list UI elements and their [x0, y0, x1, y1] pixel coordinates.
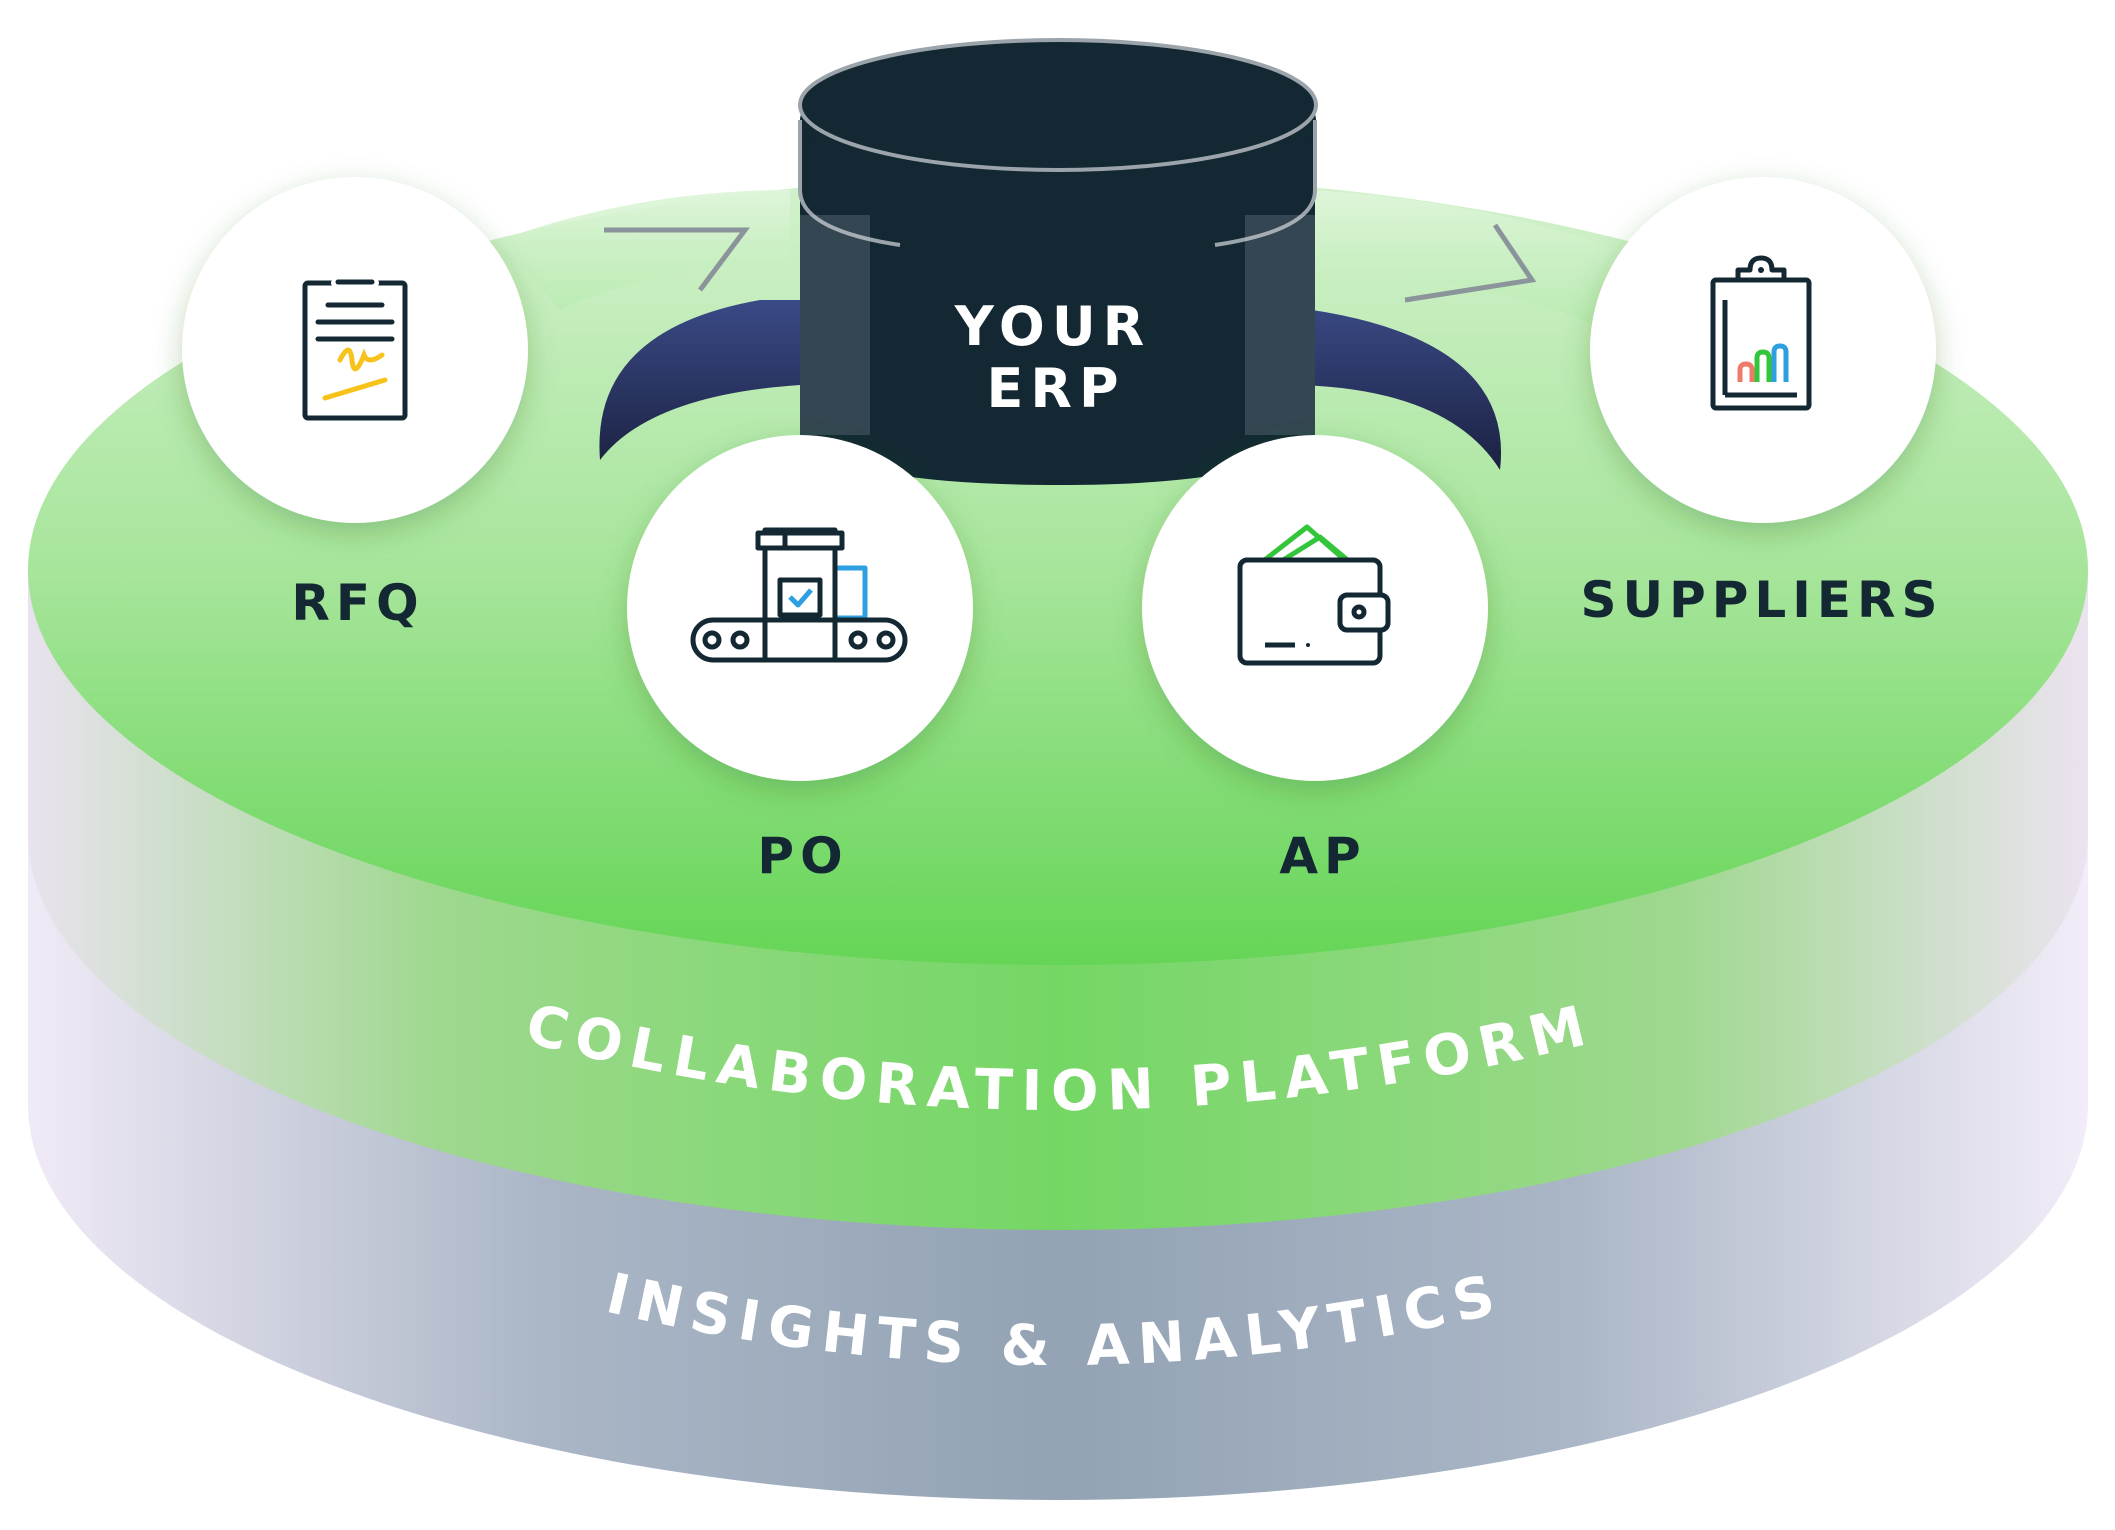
- erp-label-line1: YOUR: [954, 295, 1152, 358]
- po-label: PO: [757, 827, 848, 885]
- rfq-label: RFQ: [291, 574, 424, 632]
- rfq-circle: [182, 177, 528, 523]
- clipboard-chart-icon: [1710, 255, 1812, 411]
- erp-label-line2: ERP: [986, 357, 1125, 420]
- suppliers-label: SUPPLIERS: [1580, 571, 1943, 629]
- platform-base: [28, 175, 2088, 1500]
- flow-arrows: [500, 190, 1620, 325]
- contract-icon: [302, 279, 408, 421]
- conveyor-belt-icon: [690, 527, 908, 663]
- ap-label: AP: [1279, 827, 1366, 885]
- wallet-icon: [1237, 524, 1391, 666]
- erp-cylinder: YOUR ERP: [798, 38, 1318, 485]
